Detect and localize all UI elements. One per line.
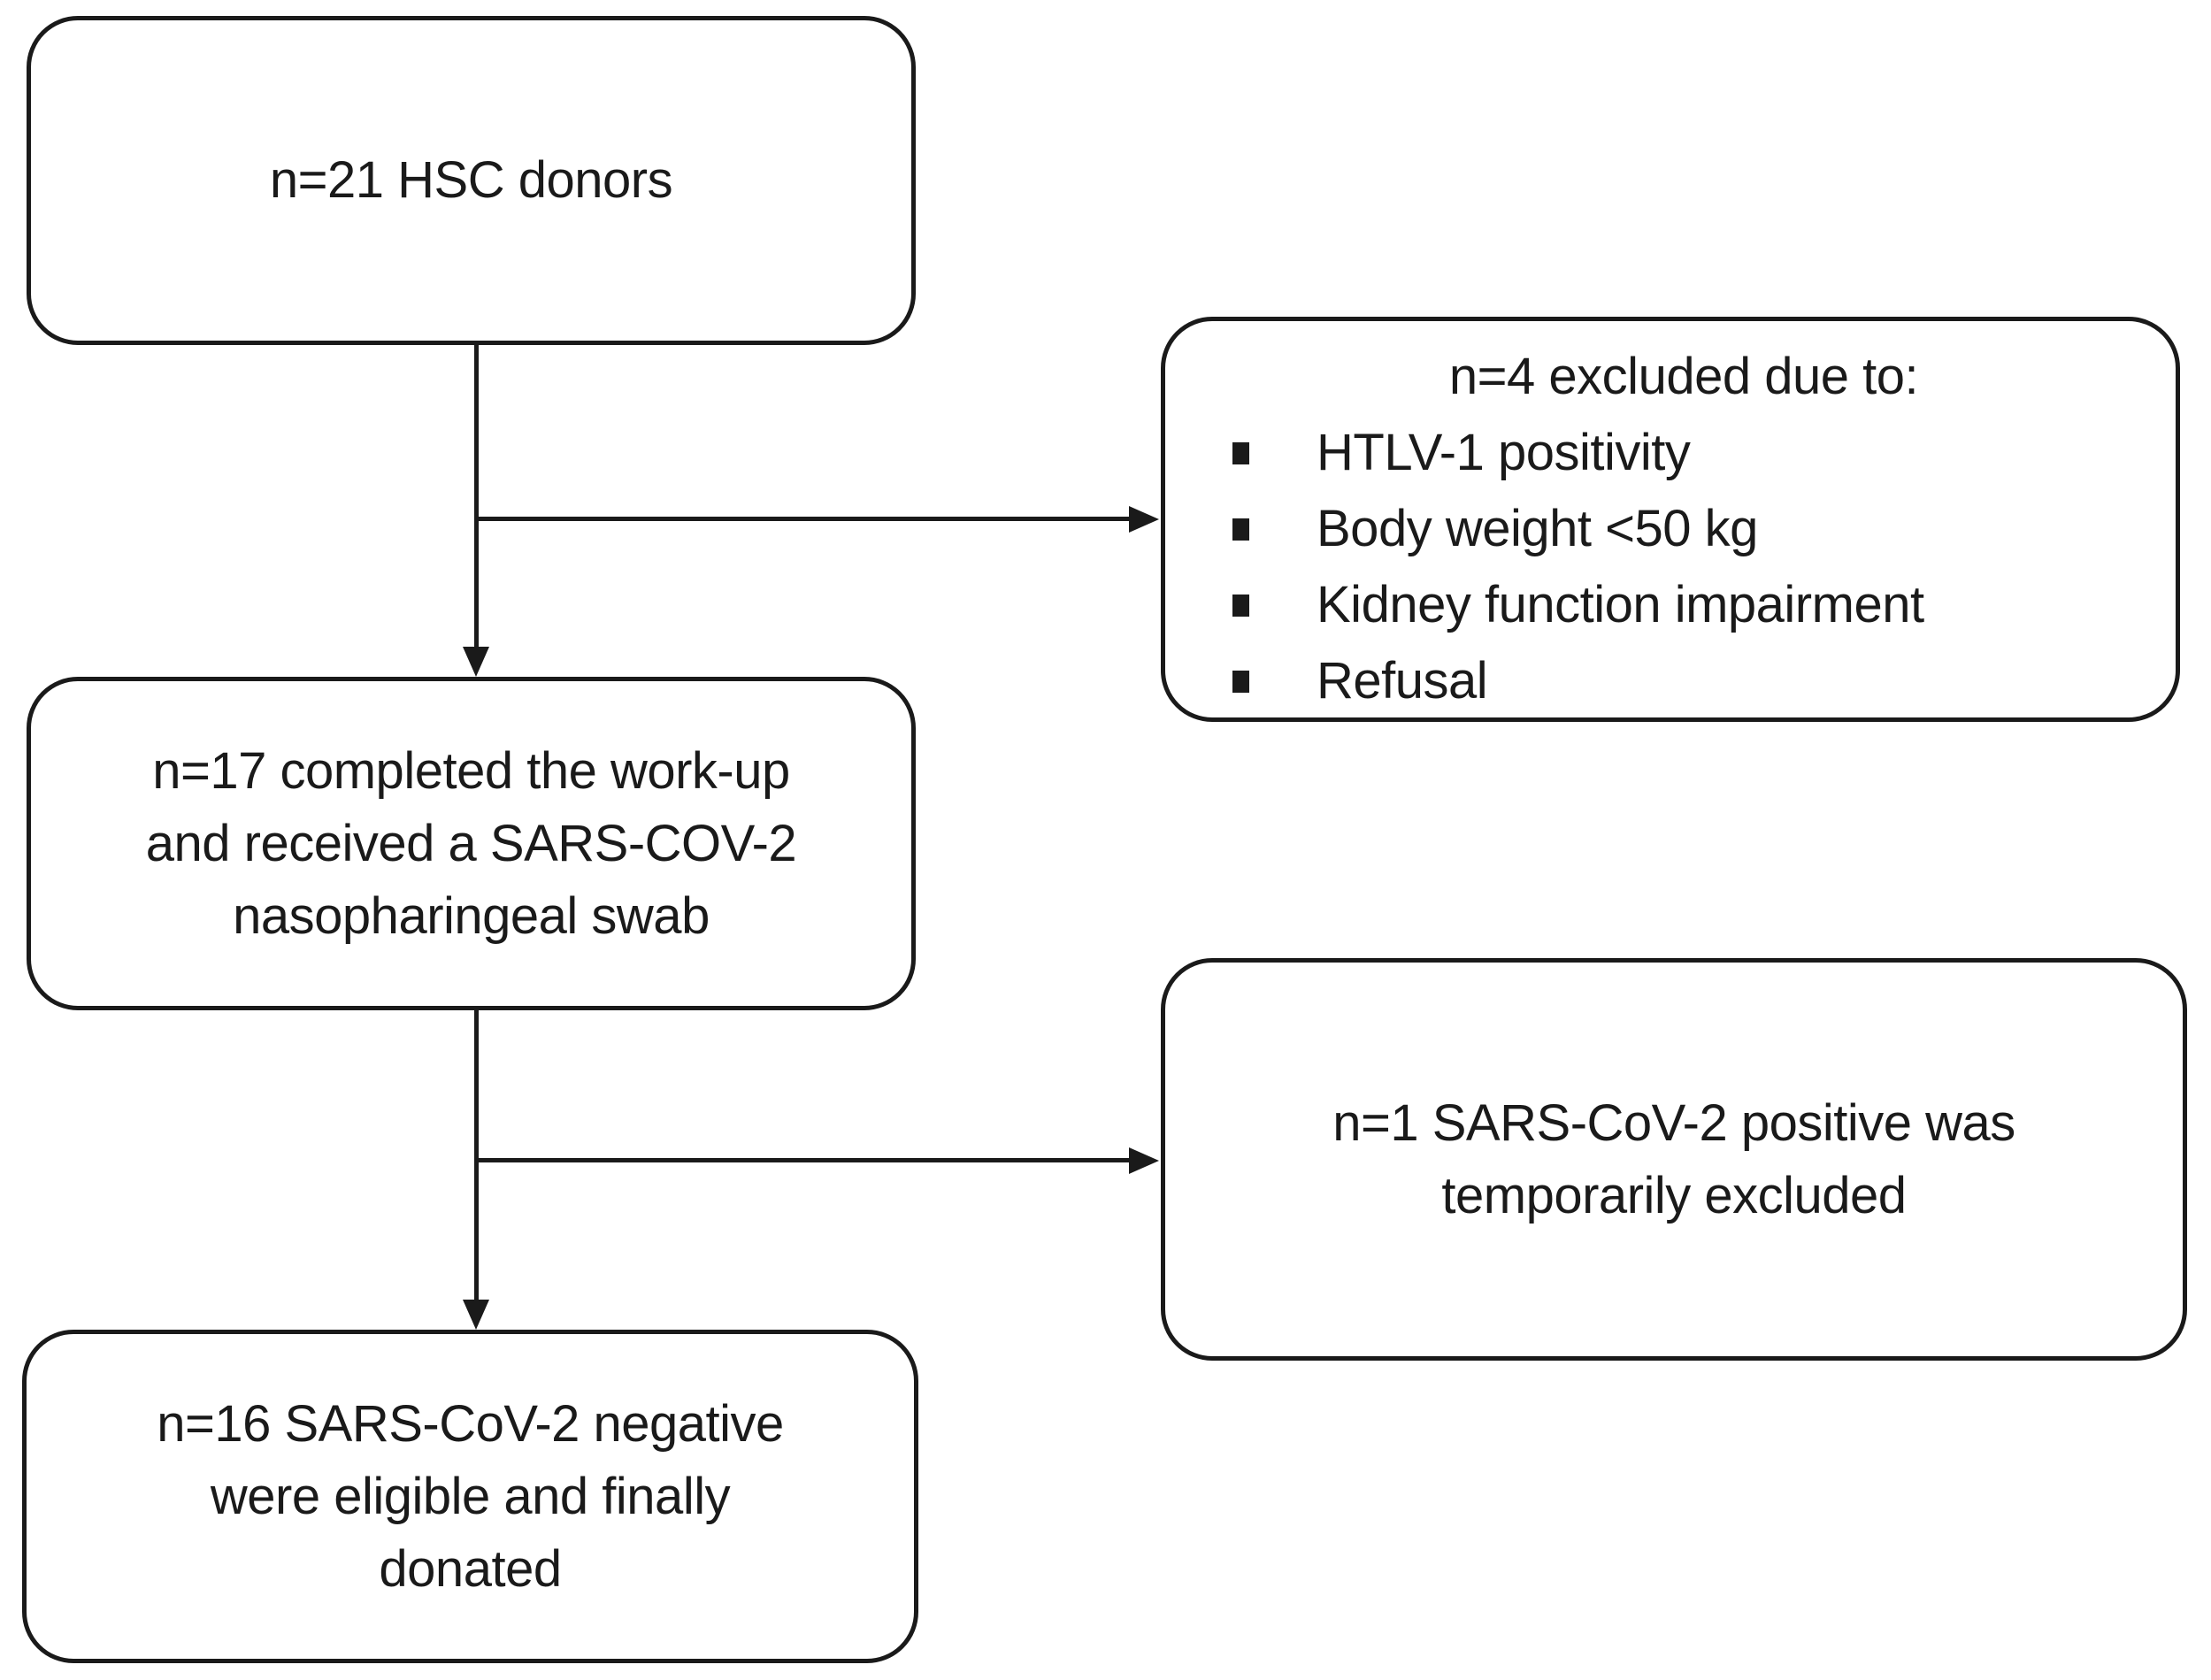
connector-workup-donated-line [474,1010,479,1302]
square-bullet-icon [1232,441,1249,464]
flow-box-workup-line1: n=17 completed the work-up [152,741,790,800]
flow-box-donated-line2: were eligible and finally [210,1467,731,1525]
square-bullet-icon [1232,518,1249,541]
right-arrowhead-icon [1129,1147,1159,1174]
square-bullet-icon [1232,594,1249,617]
excluded-bullet-row: HTLV-1 positivity [1218,415,2149,491]
flow-box-workup-line2: and received a SARS-COV-2 [145,814,797,872]
flow-box-positive: n=1 SARS-CoV-2 positive was temporarily … [1161,958,2187,1361]
down-arrowhead-icon [463,647,489,677]
flow-box-excluded: n=4 excluded due to: HTLV-1 positivity B… [1161,317,2180,722]
excluded-bullet-row: Refusal [1218,643,2149,719]
right-arrowhead-icon [1129,506,1159,533]
flow-box-positive-text: n=1 SARS-CoV-2 positive was temporarily … [1332,1087,2015,1232]
connector-donors-excluded-line [476,517,1131,521]
connector-workup-positive-line [476,1158,1131,1162]
excluded-bullet-label: Refusal [1317,652,1488,710]
connector-donors-workup-line [474,345,479,650]
flow-box-donated: n=16 SARS-CoV-2 negative were eligible a… [22,1330,918,1663]
excluded-bullet-label: Kidney function impairment [1317,576,1924,633]
excluded-bullet-row: Kidney function impairment [1218,567,2149,643]
square-bullet-icon [1232,670,1249,693]
excluded-bullet-row: Body weight <50 kg [1218,491,2149,567]
flow-box-donated-text: n=16 SARS-CoV-2 negative were eligible a… [157,1388,784,1606]
flow-box-donors-text: n=21 HSC donors [269,151,673,209]
excluded-bullet-label: HTLV-1 positivity [1317,424,1691,481]
flow-box-workup: n=17 completed the work-up and received … [27,677,916,1010]
excluded-bullet-label: Body weight <50 kg [1317,500,1758,557]
flow-box-donated-line1: n=16 SARS-CoV-2 negative [157,1394,784,1453]
flow-box-donors: n=21 HSC donors [27,16,916,345]
flow-box-excluded-title: n=4 excluded due to: [1448,348,1919,405]
flow-box-workup-line3: nasopharingeal swab [233,886,710,945]
flow-box-positive-line2: temporarily excluded [1441,1166,1907,1224]
flow-box-workup-text: n=17 completed the work-up and received … [145,735,797,953]
flow-box-donated-line3: donated [379,1539,562,1598]
down-arrowhead-icon [463,1300,489,1330]
flow-box-positive-line1: n=1 SARS-CoV-2 positive was [1332,1093,2015,1152]
